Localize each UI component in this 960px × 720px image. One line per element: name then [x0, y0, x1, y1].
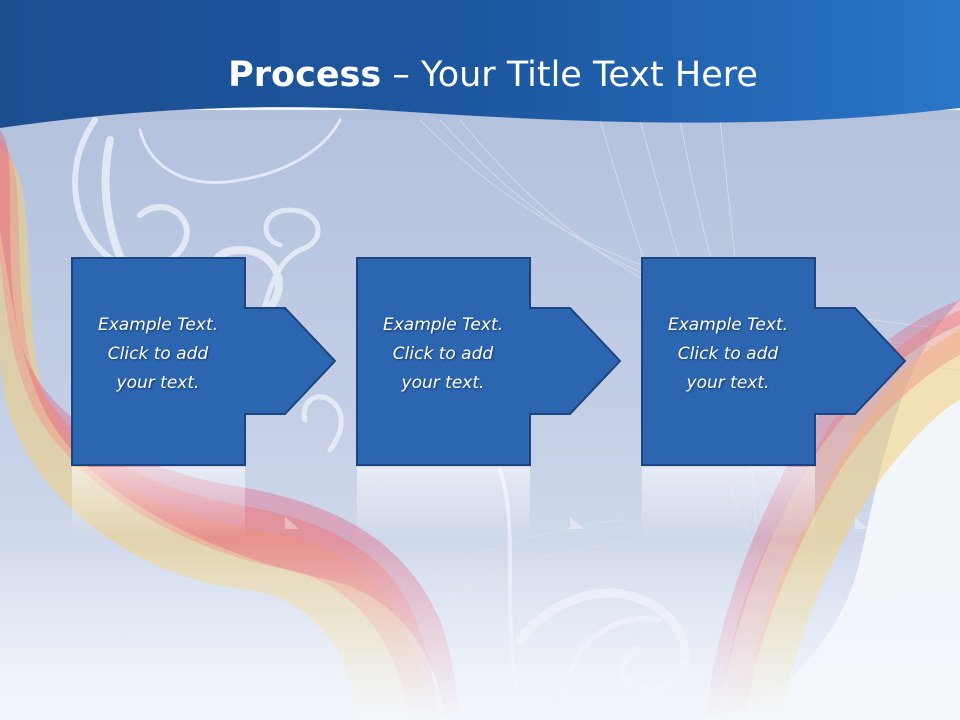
- step-3-line-2: Click to add: [677, 344, 779, 364]
- step-1-text[interactable]: Example Text. Click to add your text.: [71, 311, 245, 398]
- slide-title[interactable]: Process – Your Title Text Here: [0, 52, 960, 98]
- step-3-line-3: your text.: [686, 373, 770, 393]
- title-dash: –: [381, 55, 421, 95]
- step-2-line-1: Example Text.: [382, 315, 504, 335]
- step-1-line-1: Example Text.: [97, 315, 219, 335]
- step-2-reflection: [356, 467, 623, 547]
- title-rest: Your Title Text Here: [420, 55, 758, 95]
- process-step-1[interactable]: Example Text. Click to add your text.: [71, 257, 338, 471]
- step-2-line-2: Click to add: [392, 344, 494, 364]
- step-3-reflection: [641, 467, 908, 547]
- step-1-line-2: Click to add: [107, 344, 209, 364]
- step-3-text[interactable]: Example Text. Click to add your text.: [641, 311, 815, 398]
- step-2-line-3: your text.: [401, 373, 485, 393]
- step-3-line-1: Example Text.: [667, 315, 789, 335]
- step-1-line-3: your text.: [116, 373, 200, 393]
- step-2-text[interactable]: Example Text. Click to add your text.: [356, 311, 530, 398]
- process-step-2[interactable]: Example Text. Click to add your text.: [356, 257, 623, 471]
- title-bold: Process: [228, 55, 382, 95]
- process-step-3[interactable]: Example Text. Click to add your text.: [641, 257, 908, 471]
- step-1-reflection: [71, 467, 338, 547]
